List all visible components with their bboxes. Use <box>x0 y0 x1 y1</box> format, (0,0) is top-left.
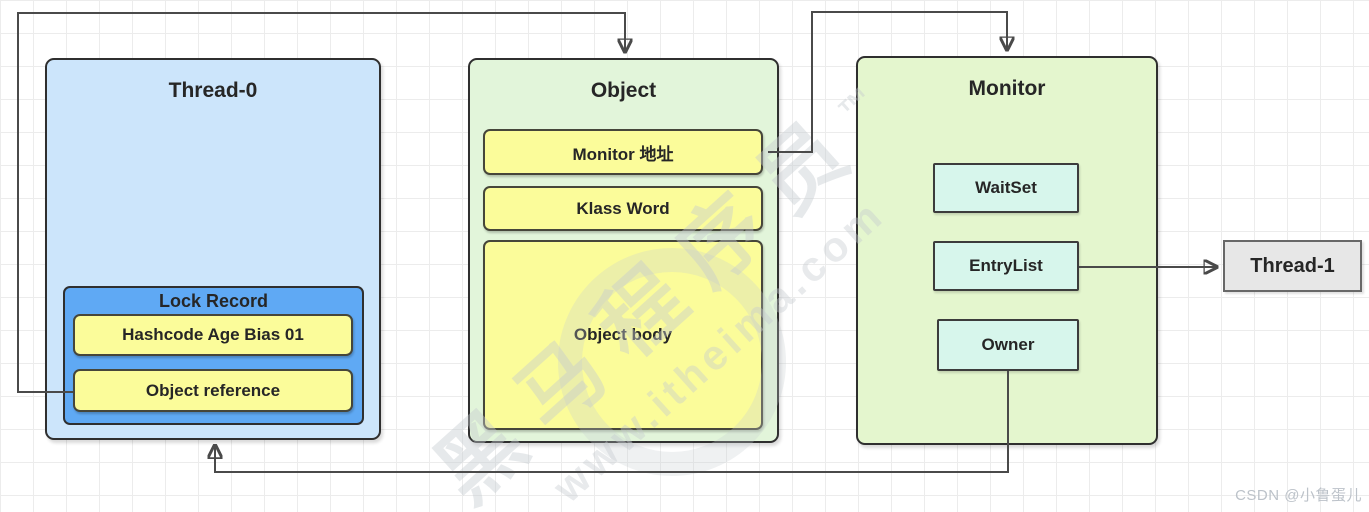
klass-word-slot: Klass Word <box>483 186 763 231</box>
monitor-title: Monitor <box>968 77 1046 100</box>
lock-record-title: Lock Record <box>158 291 269 311</box>
waitset-slot: WaitSet <box>933 163 1079 213</box>
thread1-title: Thread-1 <box>1250 254 1335 277</box>
entrylist-label: EntryList <box>969 256 1043 275</box>
klass-word-label: Klass Word <box>576 198 670 218</box>
owner-label: Owner <box>981 335 1035 354</box>
owner-slot: Owner <box>937 319 1079 371</box>
waitset-label: WaitSet <box>975 178 1037 197</box>
monitor-address-label: Monitor 地址 <box>572 144 674 164</box>
entrylist-slot: EntryList <box>933 241 1079 291</box>
hashcode-slot: Hashcode Age Bias 01 <box>73 314 353 356</box>
object-reference-label: Object reference <box>145 380 281 400</box>
object-body-slot: Object body <box>483 240 763 430</box>
thread1-node: Thread-1 <box>1223 240 1362 292</box>
object-body-label: Object body <box>573 325 673 344</box>
monitor-address-slot: Monitor 地址 <box>483 129 763 175</box>
hashcode-label: Hashcode Age Bias 01 <box>122 325 304 344</box>
object-reference-slot: Object reference <box>73 369 353 412</box>
credit-watermark: CSDN @小鲁蛋儿 <box>1235 487 1362 504</box>
thread0-title: Thread-0 <box>168 79 258 102</box>
object-title: Object <box>590 79 657 102</box>
